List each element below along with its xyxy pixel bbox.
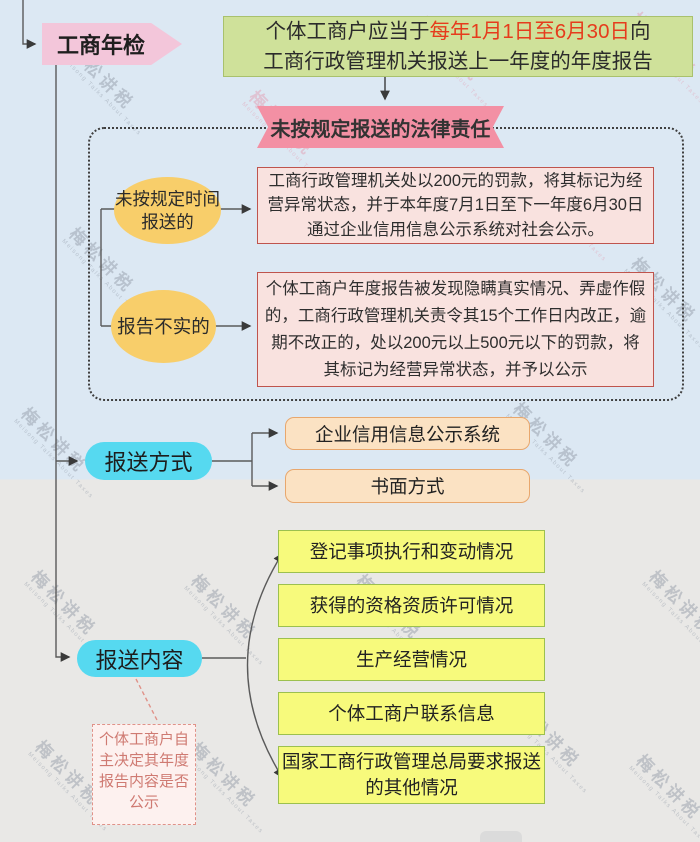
method-item-text: 书面方式 — [370, 476, 445, 497]
methods-fork — [212, 433, 253, 486]
self-decide-note: 个体工商户自主决定其年度报告内容是否公示 — [92, 724, 196, 825]
content-item-contact-info: 个体工商户联系信息 — [278, 692, 545, 735]
condition-ellipse-late-report: 未按规定时间报送的 — [114, 177, 221, 244]
bottom-page-tab — [480, 831, 522, 842]
reporting-content-pill: 报送内容 — [77, 640, 202, 677]
content-item-text: 个体工商户联系信息 — [328, 702, 495, 724]
content-item-text: 国家工商行政管理总局要求报送的其他情况 — [281, 751, 541, 798]
rule-line-1: 个体工商户应当于每年1月1日至6月30日向 — [263, 17, 653, 47]
penalty-text: 工商行政管理机关处以200元的罚款，将其标记为经营异常状态，并于本年度7月1日至… — [267, 171, 644, 239]
content-item-other: 国家工商行政管理总局要求报送的其他情况 — [278, 746, 545, 804]
method-item-text: 企业信用信息公示系统 — [314, 423, 500, 445]
annual-inspection-label: 工商年检 — [42, 23, 182, 65]
spine-connector — [55, 65, 71, 662]
legal-liability-title: 未按规定报送的法律责任 — [270, 118, 491, 141]
condition-text: 报告不实的 — [117, 316, 210, 337]
method-item-public-system: 企业信用信息公示系统 — [285, 417, 530, 450]
entry-connector — [22, 0, 37, 49]
content-item-operations: 生产经营情况 — [278, 638, 545, 681]
content-item-qualifications: 获得的资格资质许可情况 — [278, 584, 545, 627]
rule-line1-pre: 个体工商户应当于 — [265, 20, 430, 43]
annual-inspection-label-text: 工商年检 — [56, 33, 145, 58]
content-item-registration: 登记事项执行和变动情况 — [278, 530, 545, 573]
reporting-method-label: 报送方式 — [104, 450, 193, 475]
penalty-box-false-report: 个体工商户年度报告被发现隐瞒真实情况、弄虚作假的，工商行政管理机关责令其15个工… — [257, 272, 654, 387]
content-item-text: 获得的资格资质许可情况 — [309, 594, 514, 616]
annual-report-rule-box: 个体工商户应当于每年1月1日至6月30日向 工商行政管理机关报送上一年度的年度报… — [223, 16, 693, 77]
legal-liability-banner: 未按规定报送的法律责任 — [257, 106, 504, 148]
condition-ellipse-false-report: 报告不实的 — [111, 290, 216, 363]
rule-deadline-highlight: 每年1月1日至6月30日 — [429, 20, 630, 43]
rule-line1-post: 向 — [630, 20, 651, 43]
method-item-paper: 书面方式 — [285, 469, 530, 503]
content-item-text: 生产经营情况 — [355, 648, 467, 670]
reporting-method-pill: 报送方式 — [85, 442, 212, 480]
reporting-content-label: 报送内容 — [95, 647, 184, 673]
self-decide-note-text: 个体工商户自主决定其年度报告内容是否公示 — [98, 731, 189, 811]
rule-line-2: 工商行政管理机关报送上一年度的年度报告 — [263, 49, 653, 73]
content-item-text: 登记事项执行和变动情况 — [309, 540, 514, 562]
condition-text: 未按规定时间报送的 — [115, 188, 220, 232]
annual-report-rule-text: 个体工商户应当于每年1月1日至6月30日向 工商行政管理机关报送上一年度的年度报… — [263, 17, 653, 76]
penalty-text: 个体工商户年度报告被发现隐瞒真实情况、弄虚作假的，工商行政管理机关责令其15个工… — [264, 279, 647, 379]
note-dashed-link — [135, 678, 159, 723]
contents-brace-arc — [246, 552, 283, 779]
penalty-box-late-report: 工商行政管理机关处以200元的罚款，将其标记为经营异常状态，并于本年度7月1日至… — [257, 167, 654, 244]
